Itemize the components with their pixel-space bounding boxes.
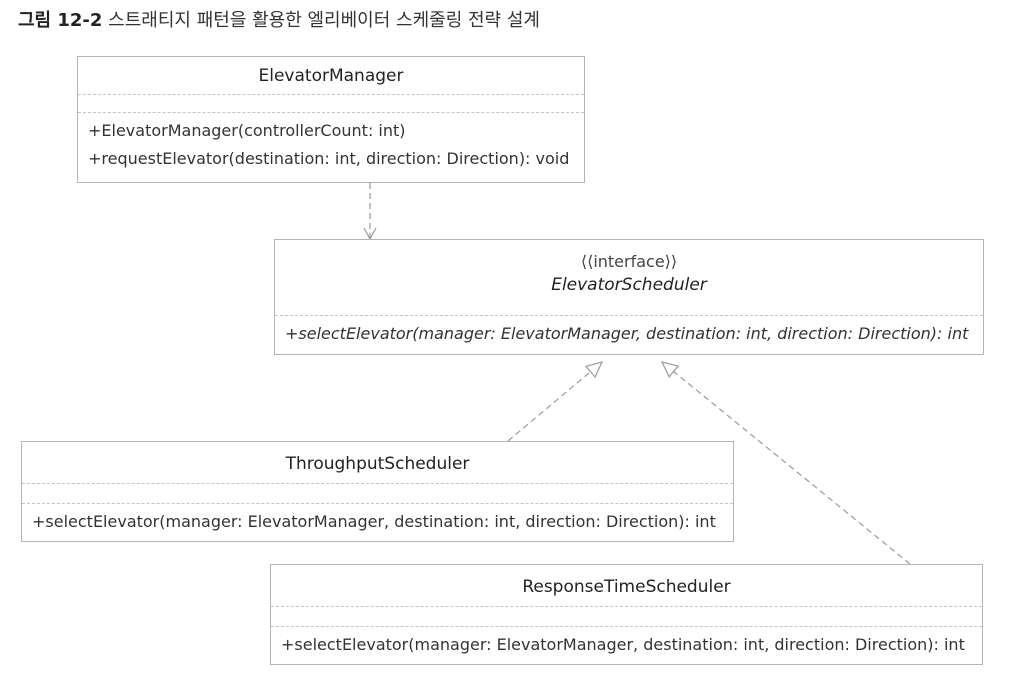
figure-number: 그림 12-2	[18, 10, 103, 31]
operations-section: +selectElevator(manager: ElevatorManager…	[271, 627, 982, 664]
operations-section: +ElevatorManager(controllerCount: int) +…	[78, 113, 584, 179]
realization-arrow-throughput	[507, 361, 604, 442]
class-elevator-manager: ElevatorManager +ElevatorManager(control…	[77, 56, 585, 183]
class-name: ElevatorScheduler	[551, 275, 707, 295]
attributes-section	[22, 484, 733, 504]
figure-caption: 그림 12-2 스트래티지 패턴을 활용한 엘리베이터 스케줄링 전략 설계	[18, 6, 540, 32]
interface-header: ⟨⟨interface⟩⟩ ElevatorScheduler	[275, 240, 983, 316]
figure-title: 스트래티지 패턴을 활용한 엘리베이터 스케줄링 전략 설계	[108, 10, 540, 31]
operations-section: +selectElevator(manager: ElevatorManager…	[22, 504, 733, 541]
class-name: ResponseTimeScheduler	[271, 565, 982, 607]
operations-section: +selectElevator(manager: ElevatorManager…	[275, 316, 983, 353]
class-name: ElevatorManager	[78, 57, 584, 95]
attributes-section	[271, 607, 982, 627]
operation: +selectElevator(manager: ElevatorManager…	[32, 512, 716, 531]
operation: +ElevatorManager(controllerCount: int)	[88, 121, 406, 140]
class-response-time-scheduler: ResponseTimeScheduler +selectElevator(ma…	[270, 564, 983, 665]
stereotype-label: ⟨⟨interface⟩⟩	[580, 252, 678, 271]
class-name: ThroughputScheduler	[22, 442, 733, 484]
attributes-section	[78, 95, 584, 113]
operation: +selectElevator(manager: ElevatorManager…	[281, 635, 965, 654]
interface-elevator-scheduler: ⟨⟨interface⟩⟩ ElevatorScheduler +selectE…	[274, 239, 984, 355]
class-throughput-scheduler: ThroughputScheduler +selectElevator(mana…	[21, 441, 734, 542]
operation: +requestElevator(destination: int, direc…	[88, 149, 570, 168]
realization-arrow-response-time	[660, 361, 911, 565]
operation: +selectElevator(manager: ElevatorManager…	[285, 324, 969, 343]
